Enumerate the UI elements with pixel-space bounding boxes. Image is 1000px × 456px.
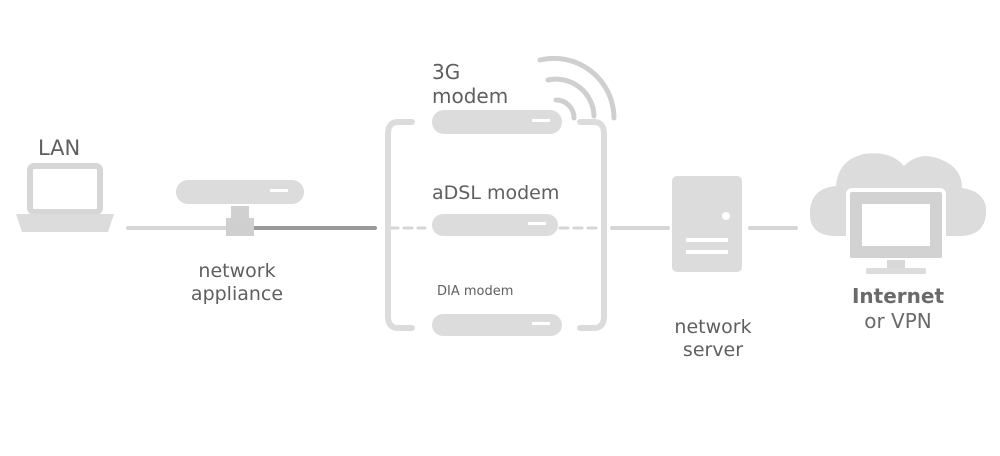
network-appliance-label: network appliance — [190, 260, 284, 305]
or-vpn-label: or VPN — [864, 309, 932, 333]
wifi-signal-icon — [537, 55, 617, 121]
modem-dia-icon — [432, 314, 562, 336]
server-icon — [672, 176, 742, 272]
laptop-icon — [16, 163, 114, 232]
monitor-icon — [846, 188, 946, 274]
dia-modem-label: DIA modem — [437, 284, 514, 299]
modem-group-bracket — [385, 119, 607, 331]
router-icon — [176, 180, 304, 236]
adsl-modem-label: aDSL modem — [432, 182, 560, 204]
internet-label: Internet — [851, 284, 945, 308]
lan-label: LAN — [38, 136, 81, 160]
modem-adsl-icon — [432, 214, 558, 236]
modem-3g-icon — [432, 110, 562, 134]
network-server-label: network server — [674, 316, 752, 361]
modem-3g-label: 3G modem — [432, 60, 509, 108]
